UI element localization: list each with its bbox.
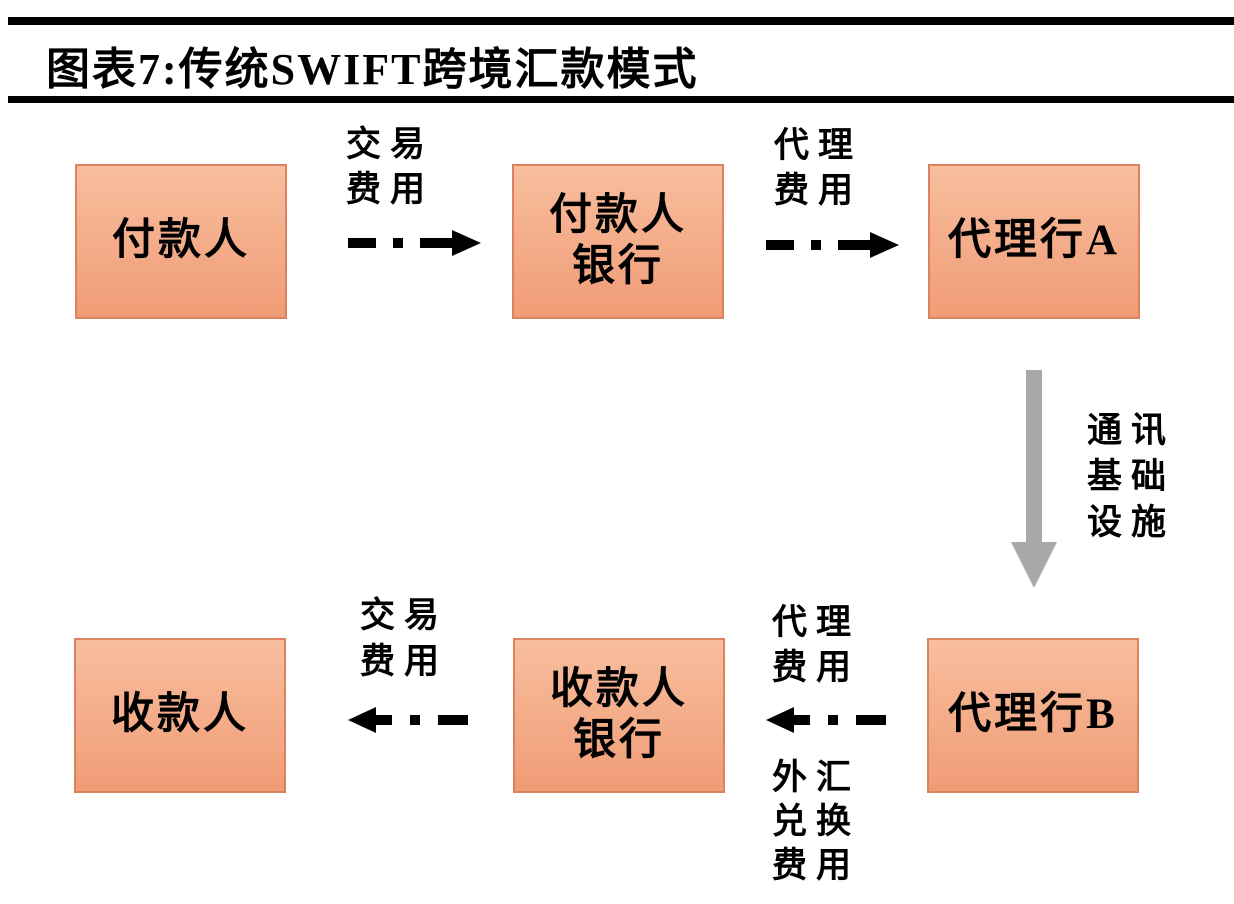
arrow-down-agent-a-to-agent-b-icon	[1011, 370, 1057, 588]
title-rule-bottom	[8, 96, 1234, 103]
arrow-right-payer-bank-to-agent-a-icon	[766, 232, 899, 258]
node-agent-bank-a: 代理行A	[928, 164, 1140, 319]
arrow-right-payer-to-payer-bank-icon	[348, 230, 481, 256]
node-payer-bank: 付款人 银行	[512, 164, 724, 319]
node-payer: 付款人	[75, 164, 287, 319]
label-fx-exchange-fee: 外汇 兑换 费用	[771, 758, 860, 885]
label-transaction-fee-bottom: 交易 费用	[359, 596, 448, 681]
label-communication-infrastructure: 通讯 基础 设施	[1086, 411, 1175, 542]
node-payee: 收款人	[74, 638, 286, 793]
arrow-left-agent-b-to-payee-bank-icon	[766, 707, 886, 733]
label-transaction-fee-top: 交易 费用	[345, 125, 434, 209]
label-agent-fee-bottom: 代理 费用	[771, 603, 860, 687]
node-payee-bank: 收款人 银行	[513, 638, 725, 793]
figure-title: 图表7:传统SWIFT跨境汇款模式	[46, 45, 699, 94]
label-agent-fee-top: 代理 费用	[773, 126, 862, 210]
arrow-left-payee-bank-to-payee-icon	[348, 707, 468, 733]
title-rule-top	[8, 17, 1234, 25]
node-agent-bank-b: 代理行B	[927, 638, 1139, 793]
